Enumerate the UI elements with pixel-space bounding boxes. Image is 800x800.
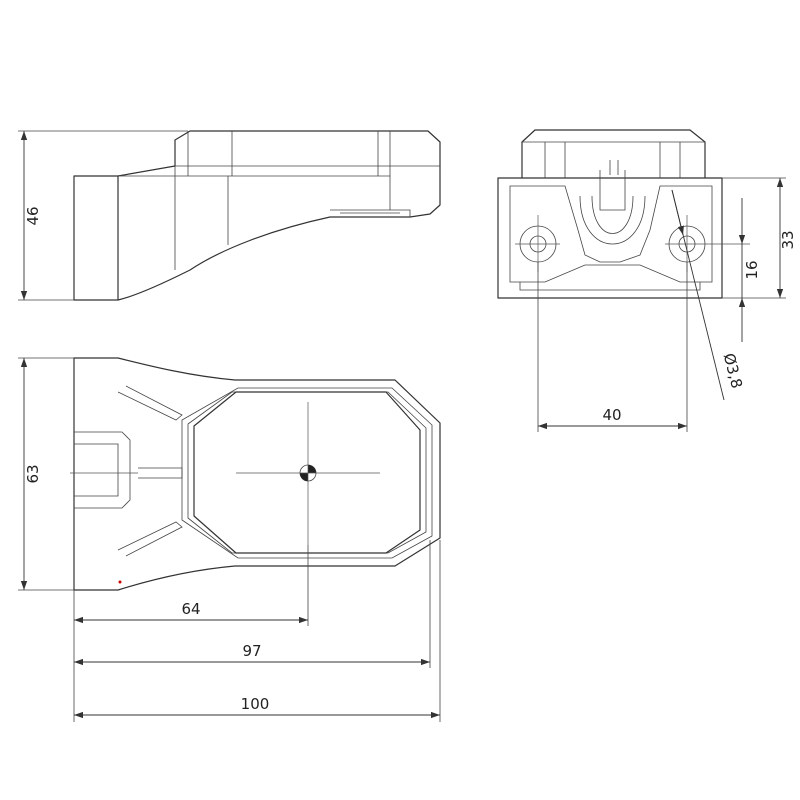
dim-front-height-inner: 16 [738,198,761,342]
dim-side-height: 46 [18,130,188,301]
dim-label-diameter: Ø3,8 [720,351,746,390]
dim-label-40: 40 [602,406,621,424]
dim-label-100: 100 [241,695,270,713]
front-view [497,129,750,299]
dim-front-height-total: 33 [722,177,797,299]
dim-label-63: 63 [24,464,42,483]
dim-top-width: 63 [18,357,74,591]
top-view [70,357,441,591]
dim-label-64: 64 [181,600,200,618]
dim-label-97: 97 [242,642,261,660]
dim-hole-spacing: 40 [537,262,688,432]
dim-lengths: 64 97 100 [73,540,441,722]
dim-label-16: 16 [743,260,761,279]
red-marker [118,580,122,584]
dim-label-33: 33 [779,230,797,249]
dim-hole-diameter: Ø3,8 [671,189,746,401]
side-view [73,130,441,301]
dim-label-46: 46 [24,206,42,225]
